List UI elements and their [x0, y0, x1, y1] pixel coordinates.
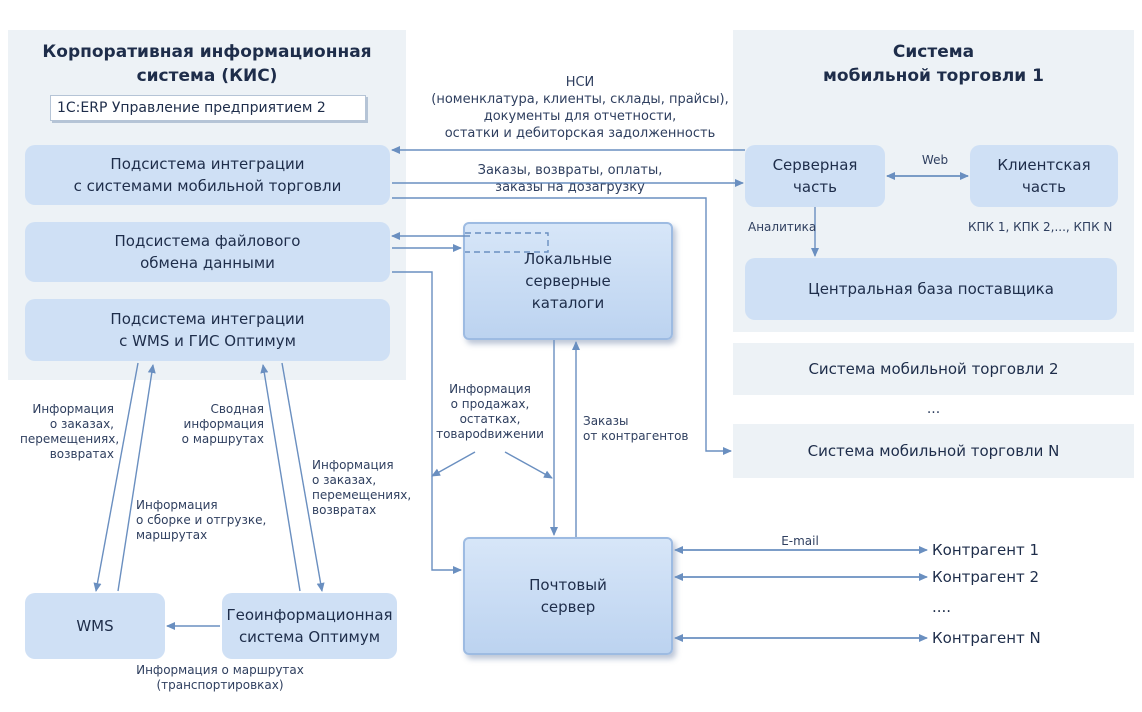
label-routes-transport: Информация о маршрутах (транспортировках… — [136, 663, 304, 692]
label-orders-returns: Заказы, возвраты, оплаты, заказы на доза… — [477, 163, 663, 195]
integration-wms-subsystem: Подсистема интеграции с WMS и ГИС Оптиму… — [25, 299, 390, 361]
label-orders-from-partners: Заказы от контрагентов — [583, 414, 689, 443]
arrow-sales-left — [431, 451, 476, 477]
server-part-box: Серверная часть — [745, 145, 885, 207]
integration-mobile-subsystem: Подсистема интеграции с системами мобиль… — [25, 145, 390, 205]
label-summary-routes: Сводная информация о маршрутах — [181, 402, 264, 446]
erp-label: 1С:ERP Управление предприятием 2 — [50, 95, 366, 121]
counterparty-2: Контрагент 2 — [932, 568, 1040, 586]
label-nsi: НСИ (номенклатура, клиенты, склады, прай… — [431, 75, 729, 141]
label-sales-info: Информация о продажах, остатках, товарod… — [436, 382, 544, 441]
dashed-catalog-outline — [465, 232, 549, 253]
central-db-box: Центральная база поставщика — [745, 258, 1117, 320]
label-info-orders-right: Информация о заказах, перемещениях, возв… — [312, 458, 412, 517]
mobile-system-n-box: Система мобильной торговли N — [733, 424, 1134, 478]
line-file-exchange-to-mail — [392, 271, 462, 574]
mobile-system-1-title: Система мобильной торговли 1 — [823, 42, 1044, 86]
arrow-integration-to-gis — [281, 362, 325, 592]
local-server-catalogs-box: Локальные серверные каталоги — [463, 222, 673, 340]
mail-server-box: Почтовый сервер — [463, 537, 673, 655]
line-to-mobile-n — [392, 197, 732, 455]
arrow-integration-to-wms — [93, 362, 139, 592]
client-part-box: Клиентская часть — [970, 145, 1118, 207]
label-kpk: КПК 1, КПК 2,..., КПК N — [968, 220, 1113, 234]
label-email: E-mail — [781, 534, 819, 548]
label-analytics: Аналитика — [748, 220, 817, 234]
label-info-assembly: Информация о сборке и отгрузке, маршрута… — [136, 498, 267, 542]
arrow-sales-right — [504, 451, 553, 479]
counterparty-1: Контрагент 1 — [932, 541, 1040, 559]
label-info-orders-left: Информация о заказах, перемещениях, возв… — [20, 402, 120, 461]
mobile-system-2-box: Система мобильной торговли 2 — [733, 343, 1134, 395]
label-web: Web — [921, 153, 949, 167]
arrow-gis-to-integration — [260, 364, 301, 592]
mobile-systems-ellipsis: ... — [926, 401, 941, 417]
arrow-wms-to-integration — [117, 364, 156, 592]
gis-optimum-box: Геоинформационная система Оптимум — [222, 593, 397, 659]
kis-title: Корпоративная информационная система (КИ… — [42, 42, 372, 86]
counterparty-n: Контрагент N — [932, 629, 1041, 647]
counterparty-ellipsis: .... — [932, 598, 952, 616]
wms-box: WMS — [25, 593, 165, 659]
file-exchange-subsystem: Подсистема файлового обмена данными — [25, 222, 390, 282]
